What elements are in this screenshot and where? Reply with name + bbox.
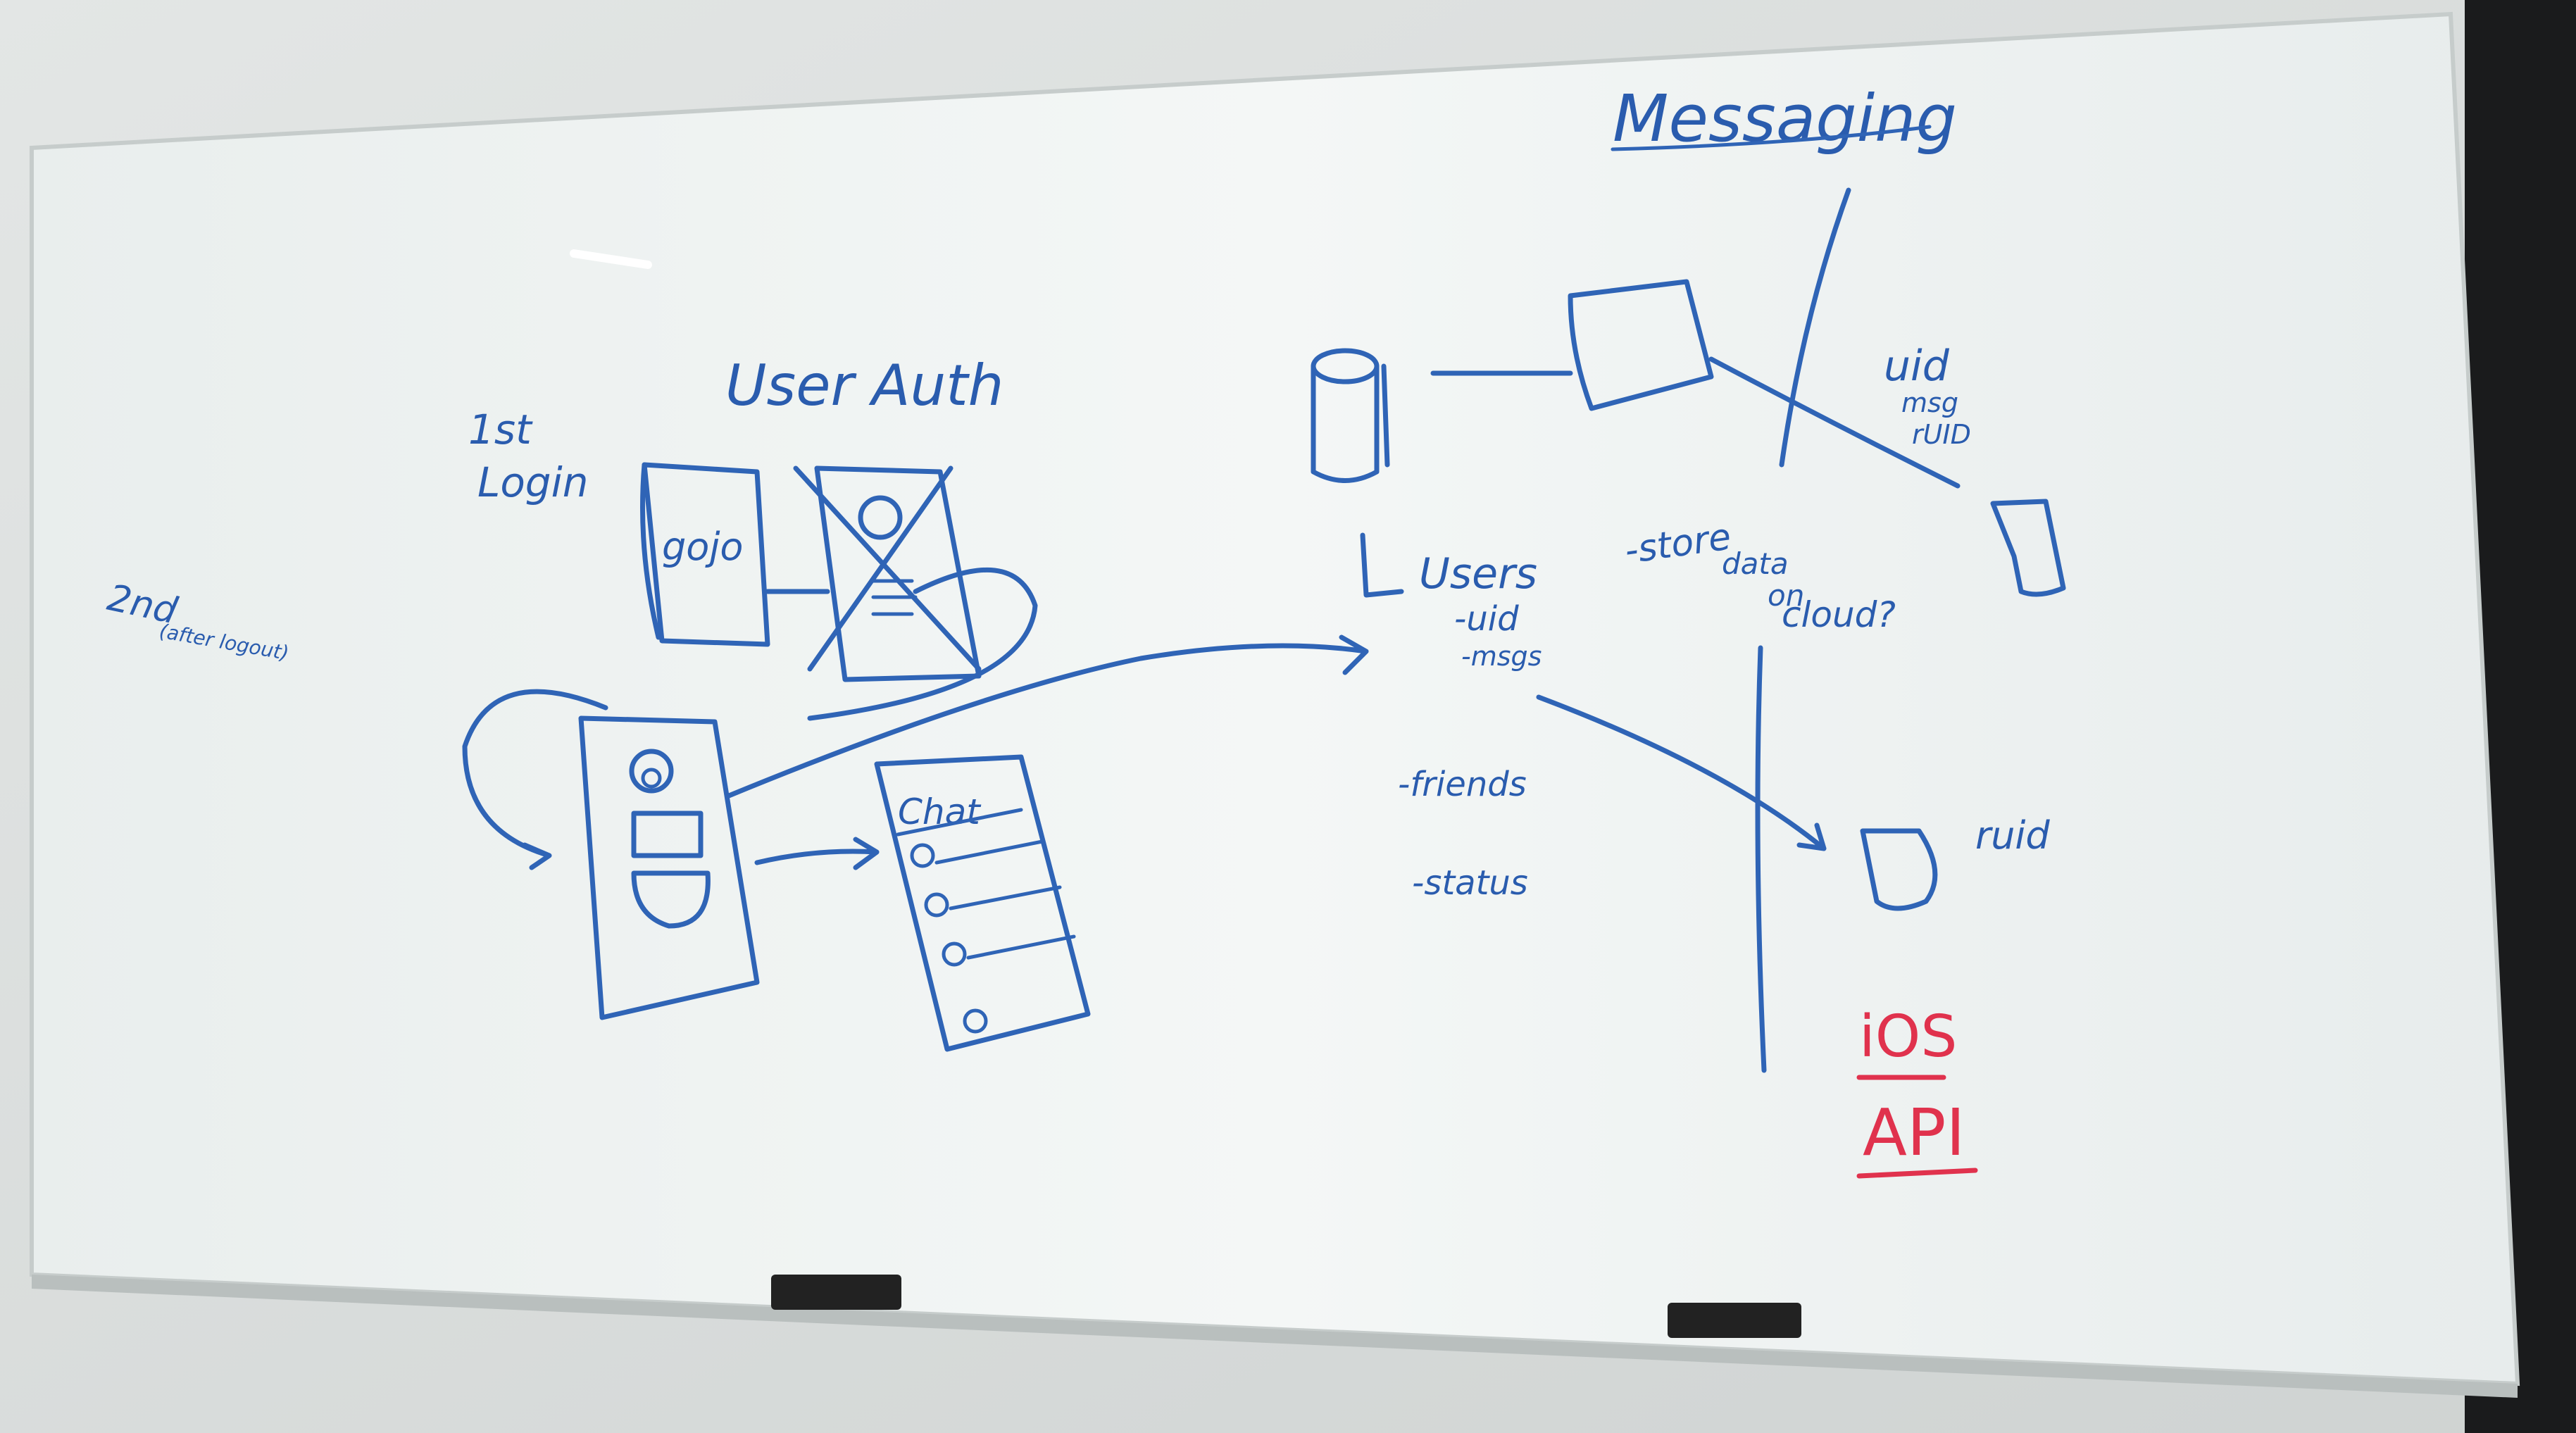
database-icon [1311,348,1390,483]
platform-underline [1856,1168,1978,1179]
first-login-line1: 1st [468,406,533,453]
user-auth-label: User Auth [725,353,1003,418]
divider-top [1779,187,1851,468]
users-bracket [1360,532,1404,598]
cloud-note-line4: cloud? [1782,594,1896,635]
users-field-uid: -uid [1454,599,1519,639]
sender-device-icon [1990,499,2066,597]
gojo-logo-text: gojo [662,525,743,569]
users-field-friends: -friends [1398,765,1527,804]
platform-api: API [1863,1095,1965,1170]
crossed-out-screen-sketch [765,465,1038,721]
msg-field-uid: uid [1884,342,1950,391]
msg-field-msg: msg [1901,387,1958,418]
marker-tray [32,1275,2518,1398]
whiteboard-panel [30,11,2520,1387]
first-login-line2: Login [477,458,589,506]
platform-ios: iOS [1859,1003,1957,1070]
home-to-chat-arrow [754,837,880,870]
server-to-device-line [1708,356,1961,489]
home-screen-sketch [578,715,760,1020]
users-to-receiver-arrow [1536,694,1827,851]
messaging-title: Messaging [1613,81,1957,156]
chat-screen-sketch: Chat [874,754,1091,1052]
loop-arrow [462,689,608,870]
server-box [1568,279,1714,411]
users-title: Users [1419,549,1537,599]
light-reflection [570,249,652,269]
cloud-note-line2: data [1722,546,1789,581]
cloud-note-line3: on [1768,578,1804,613]
msg-field-ruid: rUID [1912,419,1971,450]
eraser-left [771,1275,901,1310]
login-screen-sketch: gojo [640,462,770,647]
receiver-device-icon [1860,828,1938,911]
eraser-right [1668,1303,1801,1338]
users-field-status: -status [1412,863,1528,903]
users-field-msgs: -msgs [1461,641,1542,672]
divider-bottom [1755,645,1767,1073]
home-to-users-arrow [726,634,1369,799]
receiver-label: ruid [1975,813,2050,858]
